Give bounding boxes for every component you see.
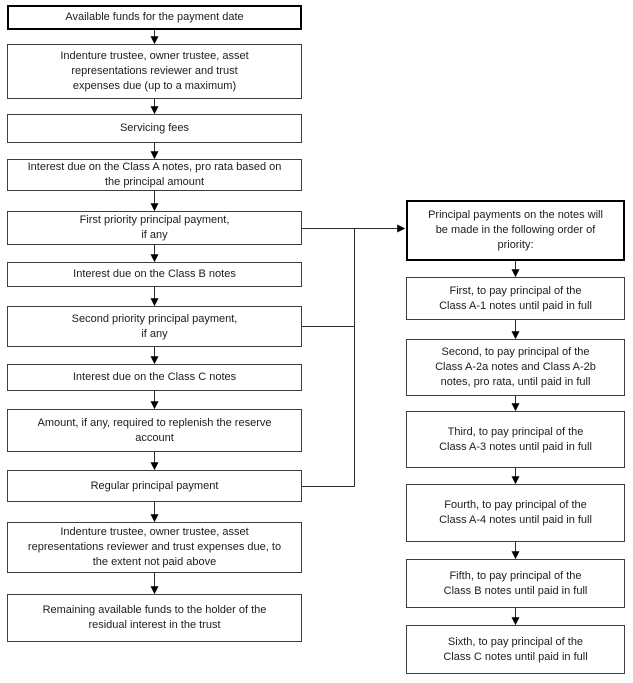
flow-box-text: Fifth, to pay principal of the Class B n… [443,569,588,597]
flow-box-text: Indenture trustee, owner trustee, asset … [27,526,282,568]
flow-box-available-funds: Available funds for the payment date [7,5,302,30]
flow-box-residual-interest: Remaining available funds to the holder … [7,594,302,642]
flow-box-class-a-interest: Interest due on the Class A notes, pro r… [7,159,302,191]
flow-box-regular-principal: Regular principal payment [7,470,302,502]
flow-box-text: Third, to pay principal of the Class A-3… [439,425,592,453]
flow-box-principal-priority-header: Principal payments on the notes will be … [406,200,625,261]
flow-box-sixth-class-c: Sixth, to pay principal of the Class C n… [406,625,625,674]
flow-box-text: Fourth, to pay principal of the Class A-… [439,499,592,526]
flow-box-text: Servicing fees [119,122,190,134]
flow-box-text: Interest due on the Class B notes [73,268,236,280]
flow-box-reserve-replenish: Amount, if any, required to replenish th… [7,409,302,452]
flow-box-third-class-a3: Third, to pay principal of the Class A-3… [406,411,625,468]
flow-box-text: Interest due on the Class C notes [72,371,237,383]
flow-box-text: Principal payments on the notes will be … [428,209,603,251]
flow-box-text: First priority principal payment, if any [79,214,230,241]
flow-box-trustee-expenses-remainder: Indenture trustee, owner trustee, asset … [7,522,302,573]
flow-box-first-priority-principal: First priority principal payment, if any [7,211,302,245]
flow-box-text: Amount, if any, required to replenish th… [37,416,272,444]
flow-box-text: Indenture trustee, owner trustee, asset … [60,50,249,92]
flow-box-text: Regular principal payment [90,479,219,492]
flow-box-text: Interest due on the Class A notes, pro r… [27,161,282,188]
flow-box-text: Second priority principal payment, if an… [71,312,238,340]
flow-box-text: Second, to pay principal of the Class A-… [435,346,596,388]
flow-box-text: First, to pay principal of the Class A-1… [439,284,592,312]
flow-box-class-b-interest: Interest due on the Class B notes [7,262,302,287]
flow-box-trustee-expenses-max: Indenture trustee, owner trustee, asset … [7,44,302,99]
flow-box-servicing-fees: Servicing fees [7,114,302,143]
flow-box-text: Sixth, to pay principal of the Class C n… [443,635,588,663]
flow-box-fifth-class-b: Fifth, to pay principal of the Class B n… [406,559,625,608]
flow-box-text: Available funds for the payment date [65,11,244,23]
flow-box-fourth-class-a4: Fourth, to pay principal of the Class A-… [406,484,625,542]
flow-box-second-class-a2: Second, to pay principal of the Class A-… [406,339,625,396]
flow-box-first-class-a1: First, to pay principal of the Class A-1… [406,277,625,320]
flow-box-second-priority-principal: Second priority principal payment, if an… [7,306,302,347]
flow-box-text: Remaining available funds to the holder … [42,604,267,631]
flow-box-class-c-interest: Interest due on the Class C notes [7,364,302,391]
